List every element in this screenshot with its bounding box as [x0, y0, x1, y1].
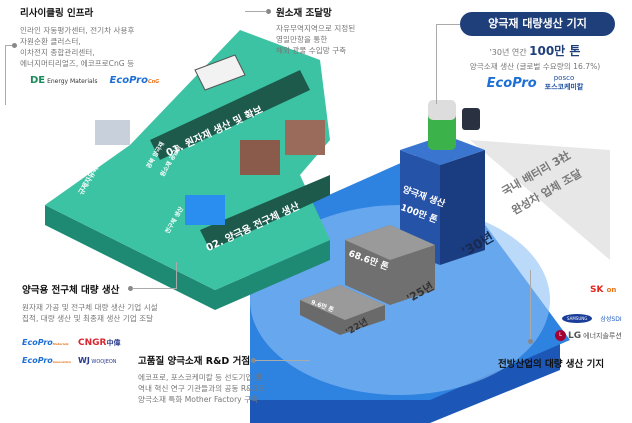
raw-title: 원소재 조달망 — [276, 8, 332, 19]
base-line2: 양극소재 생산 (글로벌 수요량의 16.7%) — [469, 62, 601, 71]
base-title-pill: 양극재 대량생산 기지 — [460, 12, 615, 36]
rnd-line: 역내 혁신 연구 기관들과의 공동 R&D로 — [138, 384, 265, 393]
precursor-logos: EcoProMaterials CNGR中偉 EcoProInnovation … — [22, 338, 121, 365]
base-section: '30년 연간 100만 톤 양극소재 생산 (글로벌 수요량의 16.7%) … — [440, 42, 630, 92]
base-prefix: '30년 연간 — [489, 48, 527, 57]
energy-materials-logo: DE Energy Materials — [30, 75, 98, 86]
raw-material-section: 원소재 조달망 자유무역지역으로 지정된 영일만항을 통한 해외 광물 수입망 … — [276, 5, 355, 56]
raw-line: 자유무역지역으로 지정된 — [276, 24, 356, 33]
recycling-title: 리사이클링 인프라 — [20, 8, 94, 19]
precursor-line: 집적, 대량 생산 및 최종재 생산 기업 조달 — [22, 314, 154, 323]
samsung-sdi-logo: SAMSUNG 삼성SDI — [562, 314, 622, 323]
recycling-line: 자원순환 클러스터, — [20, 37, 81, 46]
base-value: 100만 톤 — [529, 44, 581, 58]
rnd-section: 고품질 양극소재 R&D 거점 에코프로, 포스코케미칼 등 선도기업 및 역내… — [138, 353, 265, 405]
banner-bg — [470, 140, 610, 260]
raw-line: 영일만항을 통한 — [276, 35, 328, 44]
recycling-line: 인라인 자동평가센터, 전기차 사용후 — [20, 26, 135, 35]
lg-energy-logo: L LG 에너지솔루션 — [555, 330, 622, 341]
downstream-title: 전방산업의 대량 생산 기지 — [498, 359, 605, 370]
recycling-line: 에너지머티리얼즈, 에코프로CnG 등 — [20, 59, 135, 68]
green-platform-side — [45, 205, 330, 310]
plug-icon — [462, 108, 480, 130]
building-factory — [240, 140, 280, 175]
tower-side — [440, 150, 485, 265]
precursor-line: 원자재 가공 및 전구체 대량 생산 기업 시설 — [22, 303, 158, 312]
precursor-title: 양극용 전구체 대량 생산 — [22, 285, 120, 296]
rnd-title: 고품질 양극소재 R&D 거점 — [138, 356, 251, 367]
building-factory2 — [285, 120, 325, 155]
ecopro-cng-logo: EcoProCnG — [109, 75, 160, 86]
ship-icon — [194, 54, 246, 91]
sk-on-logo: SK on — [590, 285, 617, 295]
building-recycling — [95, 120, 130, 145]
step2-band — [200, 175, 330, 250]
rnd-line: 양극소재 특화 Mother Factory 구축 — [138, 395, 259, 404]
recycling-section: 리사이클링 인프라 인라인 자동평가센터, 전기차 사용후 자원순환 클러스터,… — [20, 5, 159, 86]
recycling-line: 이차전지 종합관리센터, — [20, 48, 95, 57]
rnd-line: 에코프로, 포스코케미칼 등 선도기업 및 — [138, 373, 262, 382]
downstream-section: 전방산업의 대량 생산 기지 — [498, 356, 604, 370]
building-precursor — [185, 195, 225, 225]
step1-band — [150, 70, 310, 160]
raw-line: 해외 광물 수입망 구축 — [276, 46, 347, 55]
ecopro-logo: EcoPro — [486, 75, 537, 91]
precursor-section: 양극용 전구체 대량 생산 원자재 가공 및 전구체 대량 생산 기업 시설 집… — [22, 282, 158, 365]
